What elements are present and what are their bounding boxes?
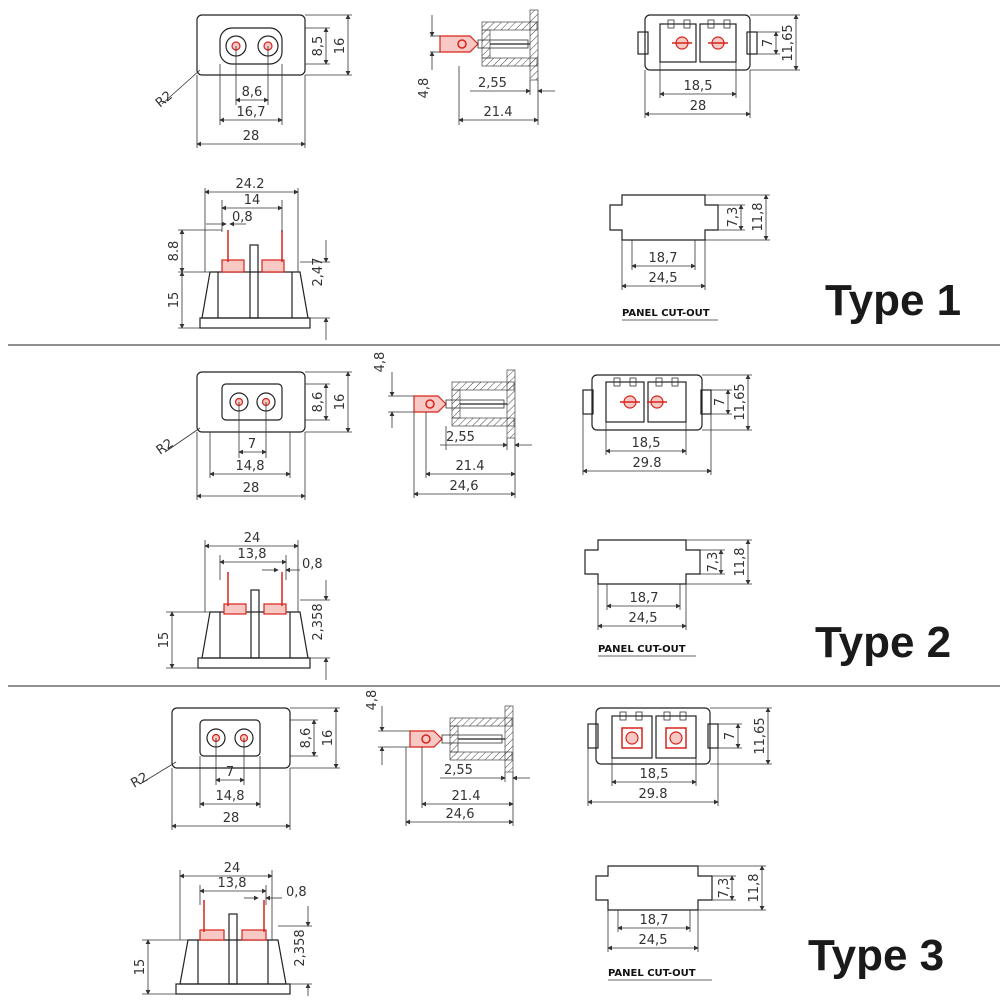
type-1-cutout: 18,7 24,5 7,3 11,8 PANEL CUT-OUT [609, 194, 770, 321]
type-2-front-dim-pin: 7 [248, 437, 256, 452]
type-3-front-dim-inner: 14,8 [216, 789, 245, 804]
type-3-side-view: 4,8 2,55 21.4 24,6 [365, 690, 530, 826]
type-2-pin-dim-mid: 13,8 [238, 547, 267, 562]
type-3-front-dim-pin: 7 [226, 765, 234, 780]
type-3-front-radius: R2 [129, 770, 151, 792]
type-1-side-dim-pin: 4,8 [417, 78, 432, 99]
type-2-section: 7 14,8 28 8,6 16 R2 [154, 352, 951, 680]
type-1-pin-view: 24.2 14 0,8 8.8 15 2,47 [167, 177, 330, 340]
type-2-top-view: 18,5 29.8 7 11,65 [582, 374, 752, 475]
type-1-pin-dim-h-body: 15 [167, 292, 182, 309]
type-3-front-dim-h2: 16 [321, 730, 336, 747]
type-3-cutout-dim-width: 24,5 [639, 933, 668, 948]
type-1-cutout-dim-width: 24,5 [649, 271, 678, 286]
type-3-pin-dim-mid: 13,8 [218, 876, 247, 891]
type-2-cutout-dim-h1: 7,3 [706, 552, 721, 573]
type-1-pin-dim-top: 24.2 [236, 177, 265, 192]
type-2-label: Type 2 [815, 618, 951, 667]
type-1-cutout-dim-h2: 11,8 [751, 203, 766, 232]
type-3-pin-view: 24 13,8 0,8 15 2,358 [133, 861, 312, 996]
type-3-side-dim-a: 2,55 [444, 763, 473, 778]
type-1-front-view: 8,6 16,7 28 8,5 16 R2 [153, 14, 352, 148]
type-2-pin-dim-h-small: 2,358 [311, 603, 326, 640]
type-2-side-dim-b: 21.4 [456, 459, 485, 474]
type-3-cutout-label: PANEL CUT-OUT [608, 968, 696, 979]
type-3-top-dim-inner: 18,5 [640, 767, 669, 782]
type-1-top-dim-h1: 7 [761, 39, 776, 47]
type-2-pin-dim-pin: 0,8 [302, 557, 323, 572]
type-2-pin-dim-top: 24 [244, 531, 261, 546]
type-2-top-dim-inner: 18,5 [632, 436, 661, 451]
type-2-cutout-dim-width: 24,5 [629, 611, 658, 626]
type-2-front-view: 7 14,8 28 8,6 16 R2 [154, 371, 352, 500]
type-1-cutout-dim-h1: 7,3 [726, 207, 741, 228]
type-3-top-view: 18,5 29.8 7 11,65 [587, 707, 772, 806]
type-3-front-dim-width: 28 [223, 811, 240, 826]
type-1-label: Type 1 [825, 276, 961, 325]
type-2-front-dim-h1: 8,6 [311, 392, 326, 413]
type-1-top-dim-h2: 11,65 [781, 24, 796, 61]
type-1-cutout-label: PANEL CUT-OUT [622, 308, 710, 319]
type-2-front-dim-h2: 16 [333, 394, 348, 411]
type-1-top-dim-inner: 18,5 [684, 79, 713, 94]
type-1-side-view: 4,8 2,55 21.4 [417, 9, 555, 125]
type-2-side-dim-pin: 4,8 [373, 352, 388, 373]
type-1-front-radius: R2 [153, 88, 176, 111]
type-1-section: 8,6 16,7 28 8,5 16 R2 [153, 9, 961, 340]
type-2-top-dim-width: 29.8 [633, 456, 662, 471]
type-1-pin-dim-pin: 0,8 [232, 210, 253, 225]
type-2-cutout-label: PANEL CUT-OUT [598, 644, 686, 655]
type-2-front-dim-inner: 14,8 [236, 459, 265, 474]
type-3-top-dim-h2: 11,65 [753, 717, 768, 754]
type-3-cutout-dim-h2: 11,8 [747, 874, 762, 903]
type-3-pin-dim-top: 24 [224, 861, 241, 876]
type-3-top-dim-width: 29.8 [639, 787, 668, 802]
type-3-cutout-dim-h1: 7,3 [717, 878, 732, 899]
type-1-top-dim-width: 28 [690, 99, 707, 114]
type-1-top-view: 18,5 28 7 11,65 [637, 14, 800, 118]
type-2-top-dim-h2: 11,65 [733, 383, 748, 420]
type-2-top-dim-h1: 7 [713, 398, 728, 406]
type-2-cutout: 18,7 24,5 7,3 11,8 PANEL CUT-OUT [584, 539, 752, 657]
type-1-front-dim-inner: 16,7 [237, 105, 266, 120]
type-3-pin-dim-h-small: 2,358 [293, 929, 308, 966]
type-1-front-dim-pin: 8,6 [242, 85, 263, 100]
type-3-side-dim-b: 21.4 [452, 789, 481, 804]
type-3-cutout: 18,7 24,5 7,3 11,8 PANEL CUT-OUT [595, 865, 766, 981]
type-2-cutout-dim-h2: 11,8 [733, 548, 748, 577]
type-2-side-dim-a: 2,55 [446, 430, 475, 445]
type-1-side-dim-b: 21.4 [484, 105, 513, 120]
type-1-cutout-dim-inner: 18,7 [649, 251, 678, 266]
type-3-cutout-dim-inner: 18,7 [640, 913, 669, 928]
type-2-side-view: 4,8 2,55 21.4 24,6 [373, 352, 532, 498]
type-2-side-dim-c: 24,6 [450, 479, 479, 494]
type-3-pin-dim-pin: 0,8 [286, 885, 307, 900]
type-1-side-dim-a: 2,55 [478, 76, 507, 91]
type-1-front-dim-h2: 16 [333, 38, 348, 55]
type-1-front-dim-h1: 8,5 [311, 36, 326, 57]
type-2-pin-view: 24 13,8 0,8 15 2,358 [157, 531, 330, 680]
type-2-front-dim-width: 28 [243, 481, 260, 496]
type-3-side-dim-pin: 4,8 [365, 690, 380, 711]
type-3-top-dim-h1: 7 [723, 732, 738, 740]
type-1-pin-dim-h-small: 2,47 [311, 258, 326, 287]
type-2-cutout-dim-inner: 18,7 [630, 591, 659, 606]
type-3-label: Type 3 [808, 931, 944, 980]
type-2-pin-dim-h-body: 15 [157, 632, 172, 649]
type-1-pin-dim-mid: 14 [244, 193, 261, 208]
type-2-front-radius: R2 [154, 436, 177, 458]
type-1-front-dim-width: 28 [243, 129, 260, 144]
type-1-pin-dim-h-pin: 8.8 [167, 241, 182, 262]
type-3-pin-dim-h-body: 15 [133, 959, 148, 976]
type-3-front-dim-h1: 8,6 [299, 728, 314, 749]
type-3-front-view: 7 14,8 28 8,6 16 R2 [129, 707, 340, 830]
type-3-section: 7 14,8 28 8,6 16 R2 [129, 690, 944, 996]
type-3-side-dim-c: 24,6 [446, 807, 475, 822]
